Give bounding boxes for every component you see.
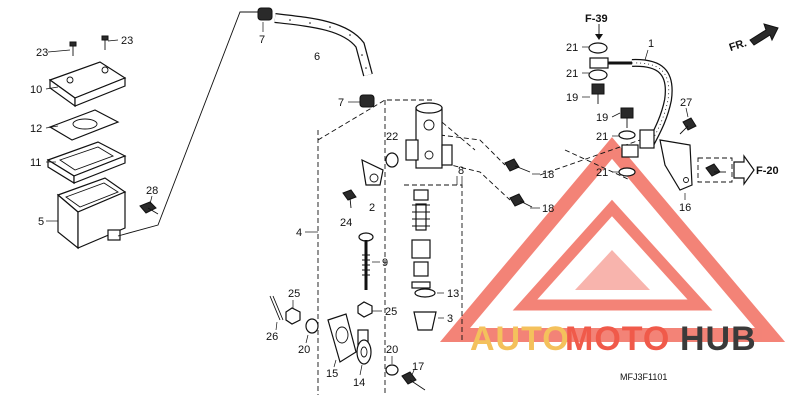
label-part-14: 14 — [353, 377, 365, 389]
diaphragm-plate — [48, 109, 120, 141]
washer-21-b — [588, 69, 608, 81]
reference-f20: F-20 — [756, 165, 779, 177]
bolt-28 — [139, 201, 159, 215]
label-part-16: 16 — [679, 202, 691, 214]
f20-arrow — [733, 154, 755, 186]
label-part-18b: 18 — [542, 203, 554, 215]
bolt-18-top — [504, 158, 531, 173]
label-part-13: 13 — [447, 288, 459, 300]
diaphragm — [46, 141, 127, 185]
label-part-10: 10 — [30, 84, 42, 96]
screw-23-left — [69, 41, 77, 56]
bolt-18-bottom — [509, 193, 533, 208]
rod-end-14 — [356, 329, 372, 365]
cotter-pin-26 — [269, 295, 284, 321]
label-part-21c: 21 — [596, 131, 608, 143]
label-part-25b: 25 — [385, 306, 397, 318]
washer-20-left — [305, 318, 319, 334]
reservoir-body — [56, 177, 127, 250]
label-part-4: 4 — [296, 227, 302, 239]
bolt-24 — [342, 189, 357, 209]
washer-20-bottom — [385, 364, 399, 376]
label-part-27: 27 — [680, 97, 692, 109]
hose-joint-2 — [361, 158, 384, 186]
watermark-text: AUTO MOTO HUB — [470, 320, 757, 358]
bolt-27 — [679, 117, 697, 135]
spring-seat-13 — [414, 288, 436, 298]
label-part-11: 11 — [30, 157, 41, 169]
part-labels: 23 23 10 12 11 5 28 7 6 7 22 2 24 4 8 18… — [30, 34, 692, 389]
label-part-23b: 23 — [121, 35, 133, 47]
f39-arrow — [595, 24, 603, 40]
label-part-19b: 19 — [596, 112, 608, 124]
label-part-26: 26 — [266, 331, 278, 343]
watermark-logo — [439, 137, 786, 342]
reservoir-cap — [48, 61, 127, 108]
pushrod-9 — [358, 232, 374, 290]
label-part-22: 22 — [386, 131, 398, 143]
bolt-19-b — [620, 107, 634, 128]
label-part-19a: 19 — [566, 92, 578, 104]
bolt-17 — [401, 371, 426, 391]
clip-7-mid — [359, 94, 375, 108]
label-part-15: 15 — [326, 368, 338, 380]
label-part-25a: 25 — [288, 288, 300, 300]
label-part-28: 28 — [146, 185, 158, 197]
nut-25-left — [285, 307, 301, 325]
hose-6 — [274, 13, 373, 77]
nut-25-center — [357, 301, 373, 318]
brake-hose-1 — [631, 58, 673, 147]
washer-21-c — [618, 130, 636, 140]
label-part-21b: 21 — [566, 68, 578, 80]
label-part-3: 3 — [447, 313, 453, 325]
boot-3 — [413, 311, 437, 331]
label-part-6: 6 — [314, 51, 320, 63]
label-part-5: 5 — [38, 216, 44, 228]
reference-f39: F-39 — [585, 13, 608, 25]
label-part-23a: 23 — [36, 47, 48, 59]
label-part-20a: 20 — [298, 344, 310, 356]
bolt-f20 — [705, 163, 726, 177]
clevis-15 — [327, 313, 357, 363]
label-part-7b: 7 — [338, 97, 344, 109]
label-part-1: 1 — [648, 38, 654, 50]
label-part-21d: 21 — [596, 167, 608, 179]
watermark-text-auto: AUTO — [470, 320, 570, 358]
label-part-18a: 18 — [542, 169, 554, 181]
hose-lower-fitting — [621, 129, 655, 158]
label-part-7a: 7 — [259, 34, 265, 46]
label-part-8: 8 — [458, 165, 464, 177]
piston-kit-8 — [411, 189, 431, 289]
diagram-code: MFJ3F1101 — [620, 372, 667, 382]
washer-21-a — [588, 42, 608, 54]
banjo-fitting — [589, 57, 632, 69]
master-cylinder-body — [405, 102, 453, 169]
label-part-20b: 20 — [386, 344, 398, 356]
o-ring-22 — [385, 152, 399, 168]
washer-21-d — [618, 167, 636, 177]
label-part-12: 12 — [30, 123, 42, 135]
clip-7-top — [257, 7, 273, 21]
bracket-16 — [659, 139, 693, 191]
watermark-text-moto: MOTO — [565, 320, 670, 358]
screw-23-right — [101, 35, 109, 50]
bolt-19-a — [591, 83, 605, 104]
label-part-21a: 21 — [566, 42, 578, 54]
label-part-24: 24 — [340, 217, 352, 229]
front-direction-arrow — [749, 23, 779, 46]
label-part-17: 17 — [412, 361, 424, 373]
label-part-2: 2 — [369, 202, 375, 214]
label-part-9: 9 — [382, 257, 388, 269]
watermark-text-hub: HUB — [680, 320, 757, 358]
front-direction-label: FR. — [728, 37, 749, 54]
